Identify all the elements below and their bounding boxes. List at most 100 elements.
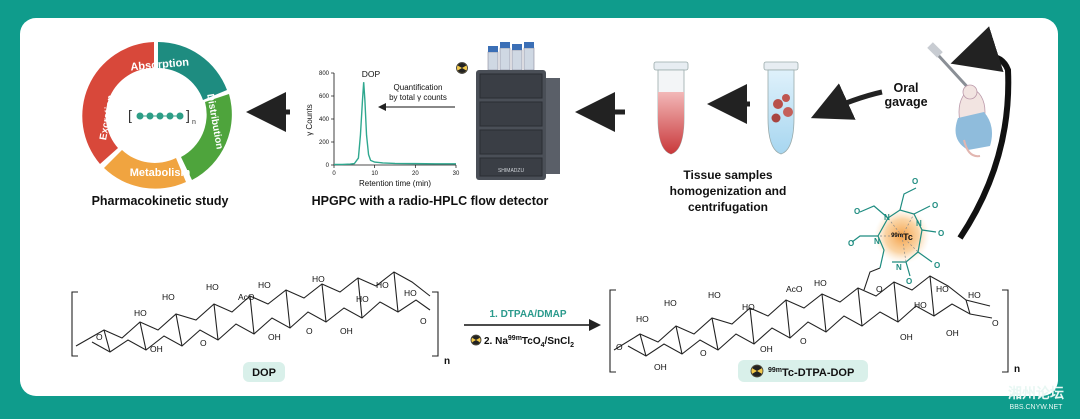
svg-text:HO: HO (968, 290, 981, 300)
annotation-line2: by total γ counts (389, 93, 447, 102)
svg-text:O: O (306, 326, 313, 336)
product-label-pill (738, 360, 868, 382)
peak-label: DOP (362, 69, 381, 79)
svg-text:HO: HO (814, 278, 827, 288)
mouse-gavage-icon (927, 42, 992, 158)
product-structure (609, 267, 1009, 373)
svg-text:AcO: AcO (786, 284, 803, 294)
y-tick-label-4: 800 (319, 71, 330, 77)
svg-text:O: O (616, 342, 623, 352)
svg-text:OH: OH (268, 332, 281, 342)
y-axis-label: γ Counts (305, 104, 314, 136)
svg-text:O: O (876, 284, 883, 294)
reaction-step2: 2. Na99mTcO4/SnCl2 (484, 335, 574, 349)
svg-text:homogenization and: homogenization and (670, 184, 787, 198)
dop-atom-labels: O HO HO HO AcO HO HO HO HO HO OH O OH O … (96, 274, 427, 354)
svg-text:O: O (200, 338, 207, 348)
hplc-caption: HPGPC with a radio-HPLC flow detector (312, 194, 549, 208)
svg-text:OH: OH (340, 326, 353, 336)
x-tick-label-0: 0 (332, 171, 336, 177)
svg-text:O: O (912, 177, 918, 186)
svg-text:[: [ (128, 107, 132, 123)
svg-text:HO: HO (664, 298, 677, 308)
tc-dtpa-chelate: 99mTc N N N N O O O O O O O (848, 177, 944, 286)
svg-text:O: O (938, 229, 944, 238)
red-tube-icon (653, 61, 689, 155)
adme-wheel: Absorption Distribution Metabolism Excre… (82, 42, 232, 208)
blue-tube-icon (763, 61, 799, 155)
product-atom-labels: O HO HO HO HO AcO HO O HO HO HO OH O OH … (616, 278, 999, 372)
watermark: 湘州论坛 BBS.CNYW.NET (1008, 385, 1064, 411)
wheel-segment-excretion (82, 42, 154, 164)
svg-text:HO: HO (258, 280, 271, 290)
svg-text:HO: HO (162, 292, 175, 302)
dop-structure (71, 271, 439, 357)
svg-text:N: N (896, 263, 902, 272)
svg-text:HO: HO (312, 274, 325, 284)
svg-text:O: O (800, 336, 807, 346)
svg-text:O: O (700, 348, 707, 358)
svg-text:OH: OH (760, 344, 773, 354)
svg-text:OH: OH (654, 362, 667, 372)
hplc-instrument-icon: SHIMADZU (476, 42, 560, 180)
wheel-segment-metabolism (104, 150, 186, 189)
x-axis-label: Retention time (min) (359, 179, 431, 188)
dop-label-pill (243, 362, 285, 382)
svg-text:]: ] (186, 107, 190, 123)
flow-arrow-to-blue-tube (810, 83, 883, 120)
oral-label: Oral (893, 81, 918, 95)
svg-text:HO: HO (742, 302, 755, 312)
svg-text:HO: HO (206, 282, 219, 292)
wheel-segment-absorption (158, 42, 227, 100)
radiation-icon (456, 62, 468, 74)
chromatogram-trace (334, 82, 456, 166)
instrument-brand: SHIMADZU (498, 168, 525, 174)
y-tick-label-2: 400 (319, 117, 330, 123)
polymer-chain-icon: [ ] n (128, 107, 196, 126)
svg-text:AcO: AcO (238, 292, 255, 302)
y-tick-label-1: 200 (319, 140, 330, 146)
svg-text:N: N (884, 213, 890, 222)
product-label: 99mTc-DTPA-DOP (768, 367, 854, 379)
label-metabolism: Metabolism (130, 167, 191, 179)
gavage-label: gavage (884, 95, 927, 109)
svg-text:O: O (854, 207, 860, 216)
tissue-caption: Tissue samples homogenization and centri… (670, 168, 787, 214)
svg-text:N: N (874, 237, 880, 246)
svg-text:OH: OH (150, 344, 163, 354)
product-repeat-n: n (1014, 364, 1020, 375)
svg-text:OH: OH (946, 328, 959, 338)
svg-text:BBS.CNYW.NET: BBS.CNYW.NET (1010, 404, 1064, 411)
reaction-step1: 1. DTPAA/DMAP (489, 309, 566, 320)
svg-text:O: O (848, 239, 854, 248)
svg-text:HO: HO (708, 290, 721, 300)
flow-arrow-product-to-gavage (950, 26, 1012, 240)
svg-text:HO: HO (636, 314, 649, 324)
svg-text:Tissue samples: Tissue samples (683, 168, 772, 182)
wheel-segment-distribution (181, 94, 232, 180)
svg-text:N: N (916, 219, 922, 228)
svg-text:n: n (192, 119, 196, 126)
svg-text:O: O (906, 277, 912, 286)
svg-text:湘州论坛: 湘州论坛 (1008, 385, 1064, 401)
y-tick-label-0: 0 (326, 163, 330, 169)
svg-text:O: O (932, 201, 938, 210)
pharmacokinetic-caption: Pharmacokinetic study (92, 194, 229, 208)
y-tick-label-3: 600 (319, 94, 330, 100)
chelate-metal-label: 99mTc (891, 232, 913, 242)
x-tick-label-3: 30 (453, 171, 460, 177)
svg-text:HO: HO (356, 294, 369, 304)
svg-text:HO: HO (914, 300, 927, 310)
x-tick-label-2: 20 (412, 171, 419, 177)
label-absorption: Absorption (130, 56, 190, 73)
dop-repeat-n: n (444, 356, 450, 367)
svg-text:O: O (992, 318, 999, 328)
svg-text:OH: OH (900, 332, 913, 342)
svg-text:HO: HO (936, 284, 949, 294)
svg-text:HO: HO (404, 288, 417, 298)
svg-text:O: O (96, 332, 103, 342)
svg-text:HO: HO (134, 308, 147, 318)
